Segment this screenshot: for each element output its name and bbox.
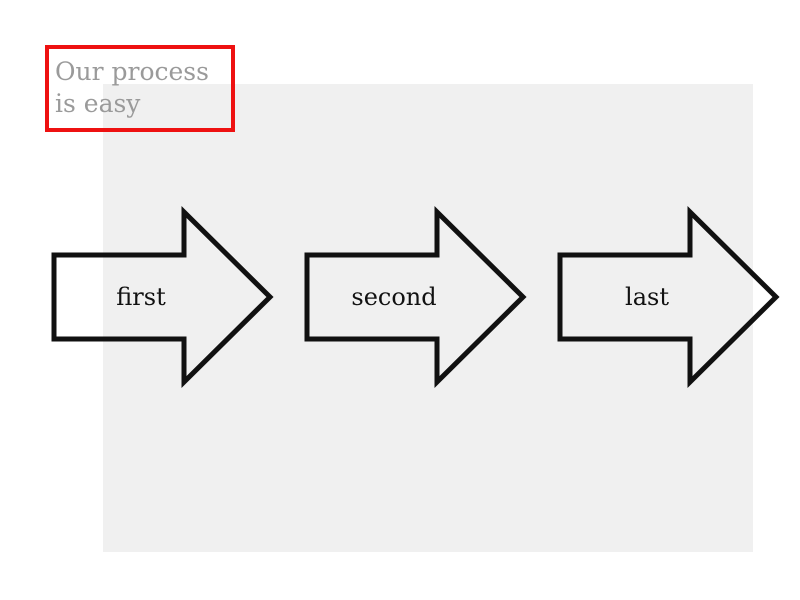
diagram-title: Our process is easy xyxy=(55,57,209,118)
arrow-first-shape xyxy=(51,206,274,388)
arrow-last-shape xyxy=(557,206,780,388)
step-label-last: last xyxy=(625,283,669,311)
arrow-second-shape xyxy=(304,206,527,388)
background-panel xyxy=(103,84,753,552)
title-frame xyxy=(45,45,235,132)
step-label-second: second xyxy=(351,283,437,311)
step-label-first: first xyxy=(116,283,166,311)
